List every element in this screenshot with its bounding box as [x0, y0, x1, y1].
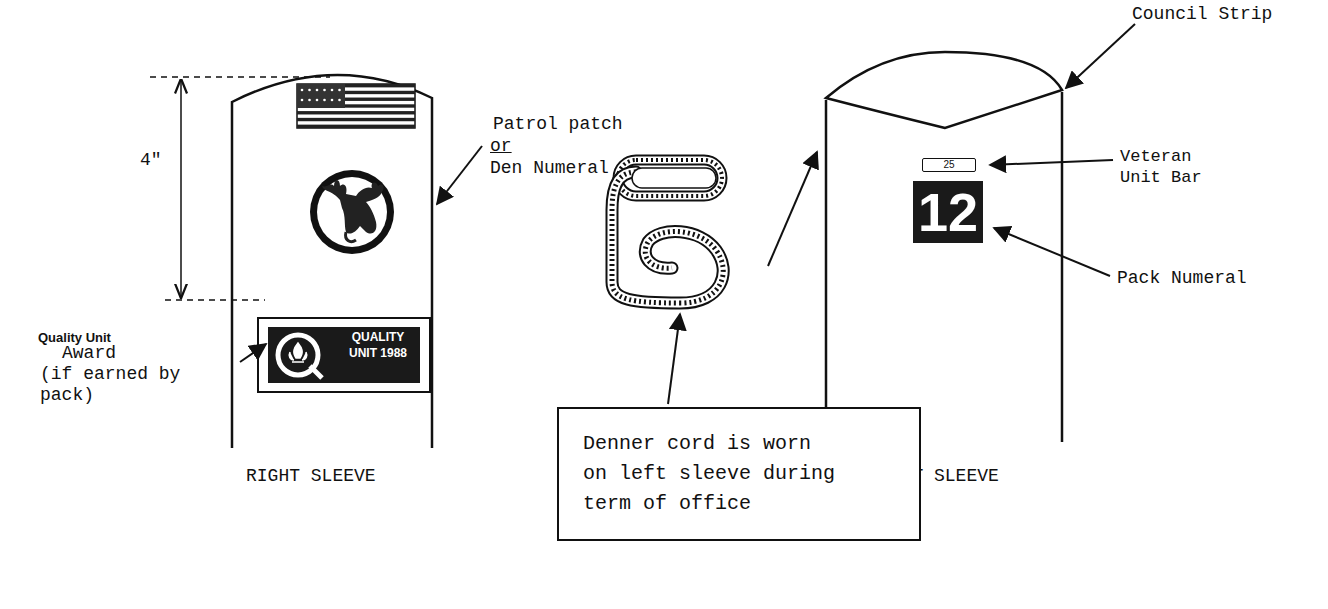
- flag-star: [323, 99, 326, 102]
- callout-label: Patrol patch: [493, 114, 623, 135]
- leader-arrows-part: [240, 344, 266, 362]
- flag-stripe: [297, 125, 415, 128]
- callout-label: Den Numeral: [490, 158, 609, 179]
- flag-star: [331, 99, 334, 102]
- leader-arrows-part: [1066, 24, 1135, 88]
- flag-star: [301, 89, 304, 92]
- flag-patch-part: [297, 84, 415, 128]
- quality-unit-patch-frame-part: [268, 327, 420, 383]
- denner-cord-part: [632, 168, 716, 188]
- flag-star: [331, 89, 334, 92]
- leader-arrows: [240, 24, 1135, 404]
- callout-label: Council Strip: [1132, 4, 1272, 25]
- denner-cord-part: [618, 160, 722, 196]
- leader-arrows-part: [990, 160, 1113, 165]
- veteran-unit-bar: 25: [922, 158, 975, 172]
- denner-cord-part: [618, 160, 722, 196]
- pack-numeral-text: 12: [917, 183, 979, 241]
- flag-star: [301, 99, 304, 102]
- denner-cord: [612, 160, 723, 303]
- quality-unit-patch-frame: [258, 318, 430, 392]
- flag-stripe: [297, 111, 415, 114]
- quality-emblem-part: [310, 366, 322, 378]
- dimension-lines-part: [180, 80, 182, 297]
- flag-star: [323, 89, 326, 92]
- leader-arrows-part: [768, 152, 817, 266]
- denner-cord-part: [612, 172, 723, 303]
- quality-emblem-part: [289, 343, 307, 362]
- callout-label: Pack Numeral: [1117, 268, 1247, 289]
- dimension-lines: [150, 77, 330, 300]
- quality-unit-patch-frame-part: [258, 318, 430, 392]
- callout-label: or: [490, 136, 512, 157]
- note-box: Denner cord is worn on left sleeve durin…: [557, 407, 921, 541]
- denner-cord-part: [618, 160, 722, 196]
- patrol-patch: [310, 170, 394, 254]
- leader-arrows-part: [437, 146, 482, 204]
- quality-emblem-part: [278, 335, 318, 375]
- sleeve-title: RIGHT SLEEVE: [246, 466, 376, 487]
- dimension-lines-part: [165, 299, 265, 301]
- flag-star: [316, 89, 319, 92]
- quality-unit-award-patch-text: QUALITY UNIT 1988: [348, 329, 408, 361]
- quality-unit-award-patch: QUALITY UNIT 1988: [348, 329, 408, 361]
- council-strip: [826, 52, 1062, 128]
- flag-patch: [297, 84, 415, 128]
- dimension-lines-part: [150, 76, 330, 78]
- flag-star: [308, 99, 311, 102]
- leader-arrows-part: [668, 314, 680, 404]
- patrol-patch-part: [310, 170, 394, 254]
- patrol-patch-part: [346, 232, 356, 242]
- flag-star: [316, 99, 319, 102]
- right-sleeve: [232, 75, 432, 448]
- moose-head: [322, 180, 384, 234]
- flag-star: [308, 89, 311, 92]
- callout-label: Veteran Unit Bar: [1120, 146, 1220, 188]
- flag-stripe: [297, 118, 415, 121]
- note-box-text: Denner cord is worn on left sleeve durin…: [583, 429, 839, 519]
- callout-label: Award: [62, 343, 116, 364]
- leader-arrows-part: [994, 228, 1110, 276]
- callout-label: (if earned by pack): [40, 364, 190, 406]
- patrol-patch-part: [317, 177, 387, 247]
- denner-cord-part: [612, 172, 723, 303]
- pack-numeral: 12: [913, 181, 983, 243]
- flag-star: [338, 89, 341, 92]
- flag-star: [338, 99, 341, 102]
- veteran-unit-bar-text: 25: [943, 159, 954, 171]
- dimension-label: 4": [140, 150, 162, 171]
- left-sleeve: [826, 92, 1062, 442]
- flag-canton: [297, 84, 345, 108]
- denner-cord-part: [612, 172, 723, 303]
